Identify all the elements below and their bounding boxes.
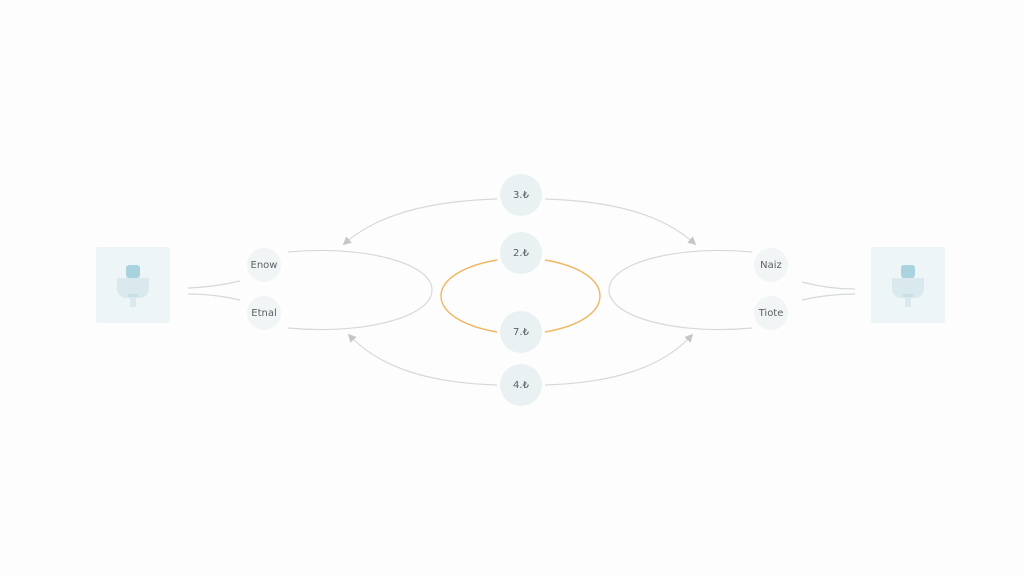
right-node-upper: Naiz [754,248,788,282]
left-device-lead-upper [187,280,241,289]
bottom-arc-right-arrow [544,333,694,386]
center-node-bottom: 4.₺ [500,364,542,406]
microphone-device-icon [892,265,924,307]
center-orange-loop-left [440,259,498,333]
left-node-upper: Enow [247,248,281,282]
top-arc-right-arrow [544,198,697,246]
microphone-device-icon [117,265,149,307]
right-device [871,247,945,323]
center-node-top: 3.₺ [500,174,542,216]
left-loop [287,249,433,331]
left-node-lower: Etnal [247,296,281,330]
bottom-arc-left-arrow [347,333,498,386]
right-node-lower: Tiote [754,296,788,330]
right-device-lead-upper [801,281,856,290]
center-node-upper-mid: 2.₺ [500,232,542,274]
top-arc-left-arrow [342,198,498,246]
center-orange-loop-right [544,259,601,333]
right-loop [608,249,753,331]
left-device-lead-lower [187,293,241,301]
left-device [96,247,170,323]
center-node-lower-mid: 7.₺ [500,311,542,353]
right-device-lead-lower [801,293,856,301]
